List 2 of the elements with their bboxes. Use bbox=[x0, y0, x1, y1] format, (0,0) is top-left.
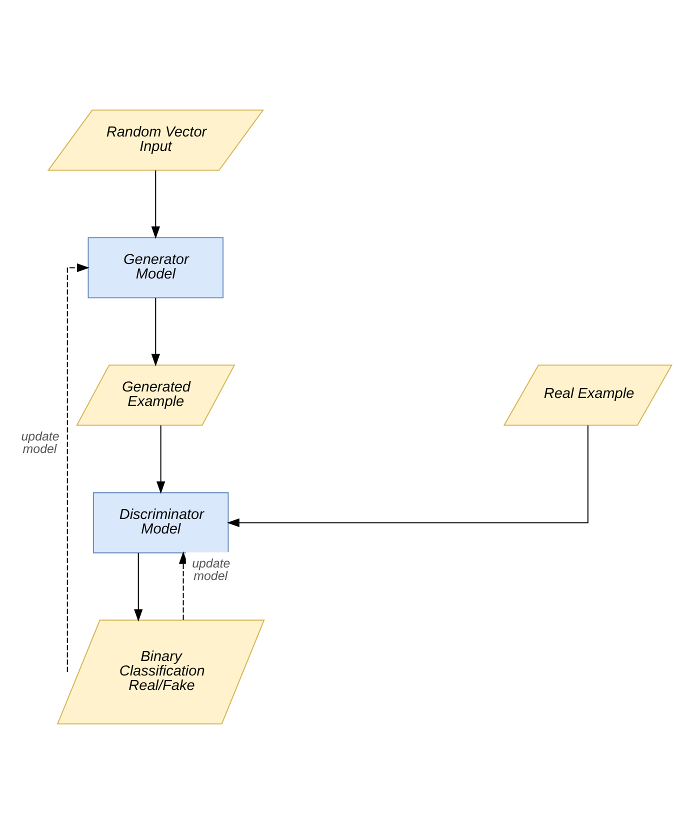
edge-label: update model bbox=[21, 430, 60, 456]
edge-label: update model bbox=[192, 556, 230, 583]
